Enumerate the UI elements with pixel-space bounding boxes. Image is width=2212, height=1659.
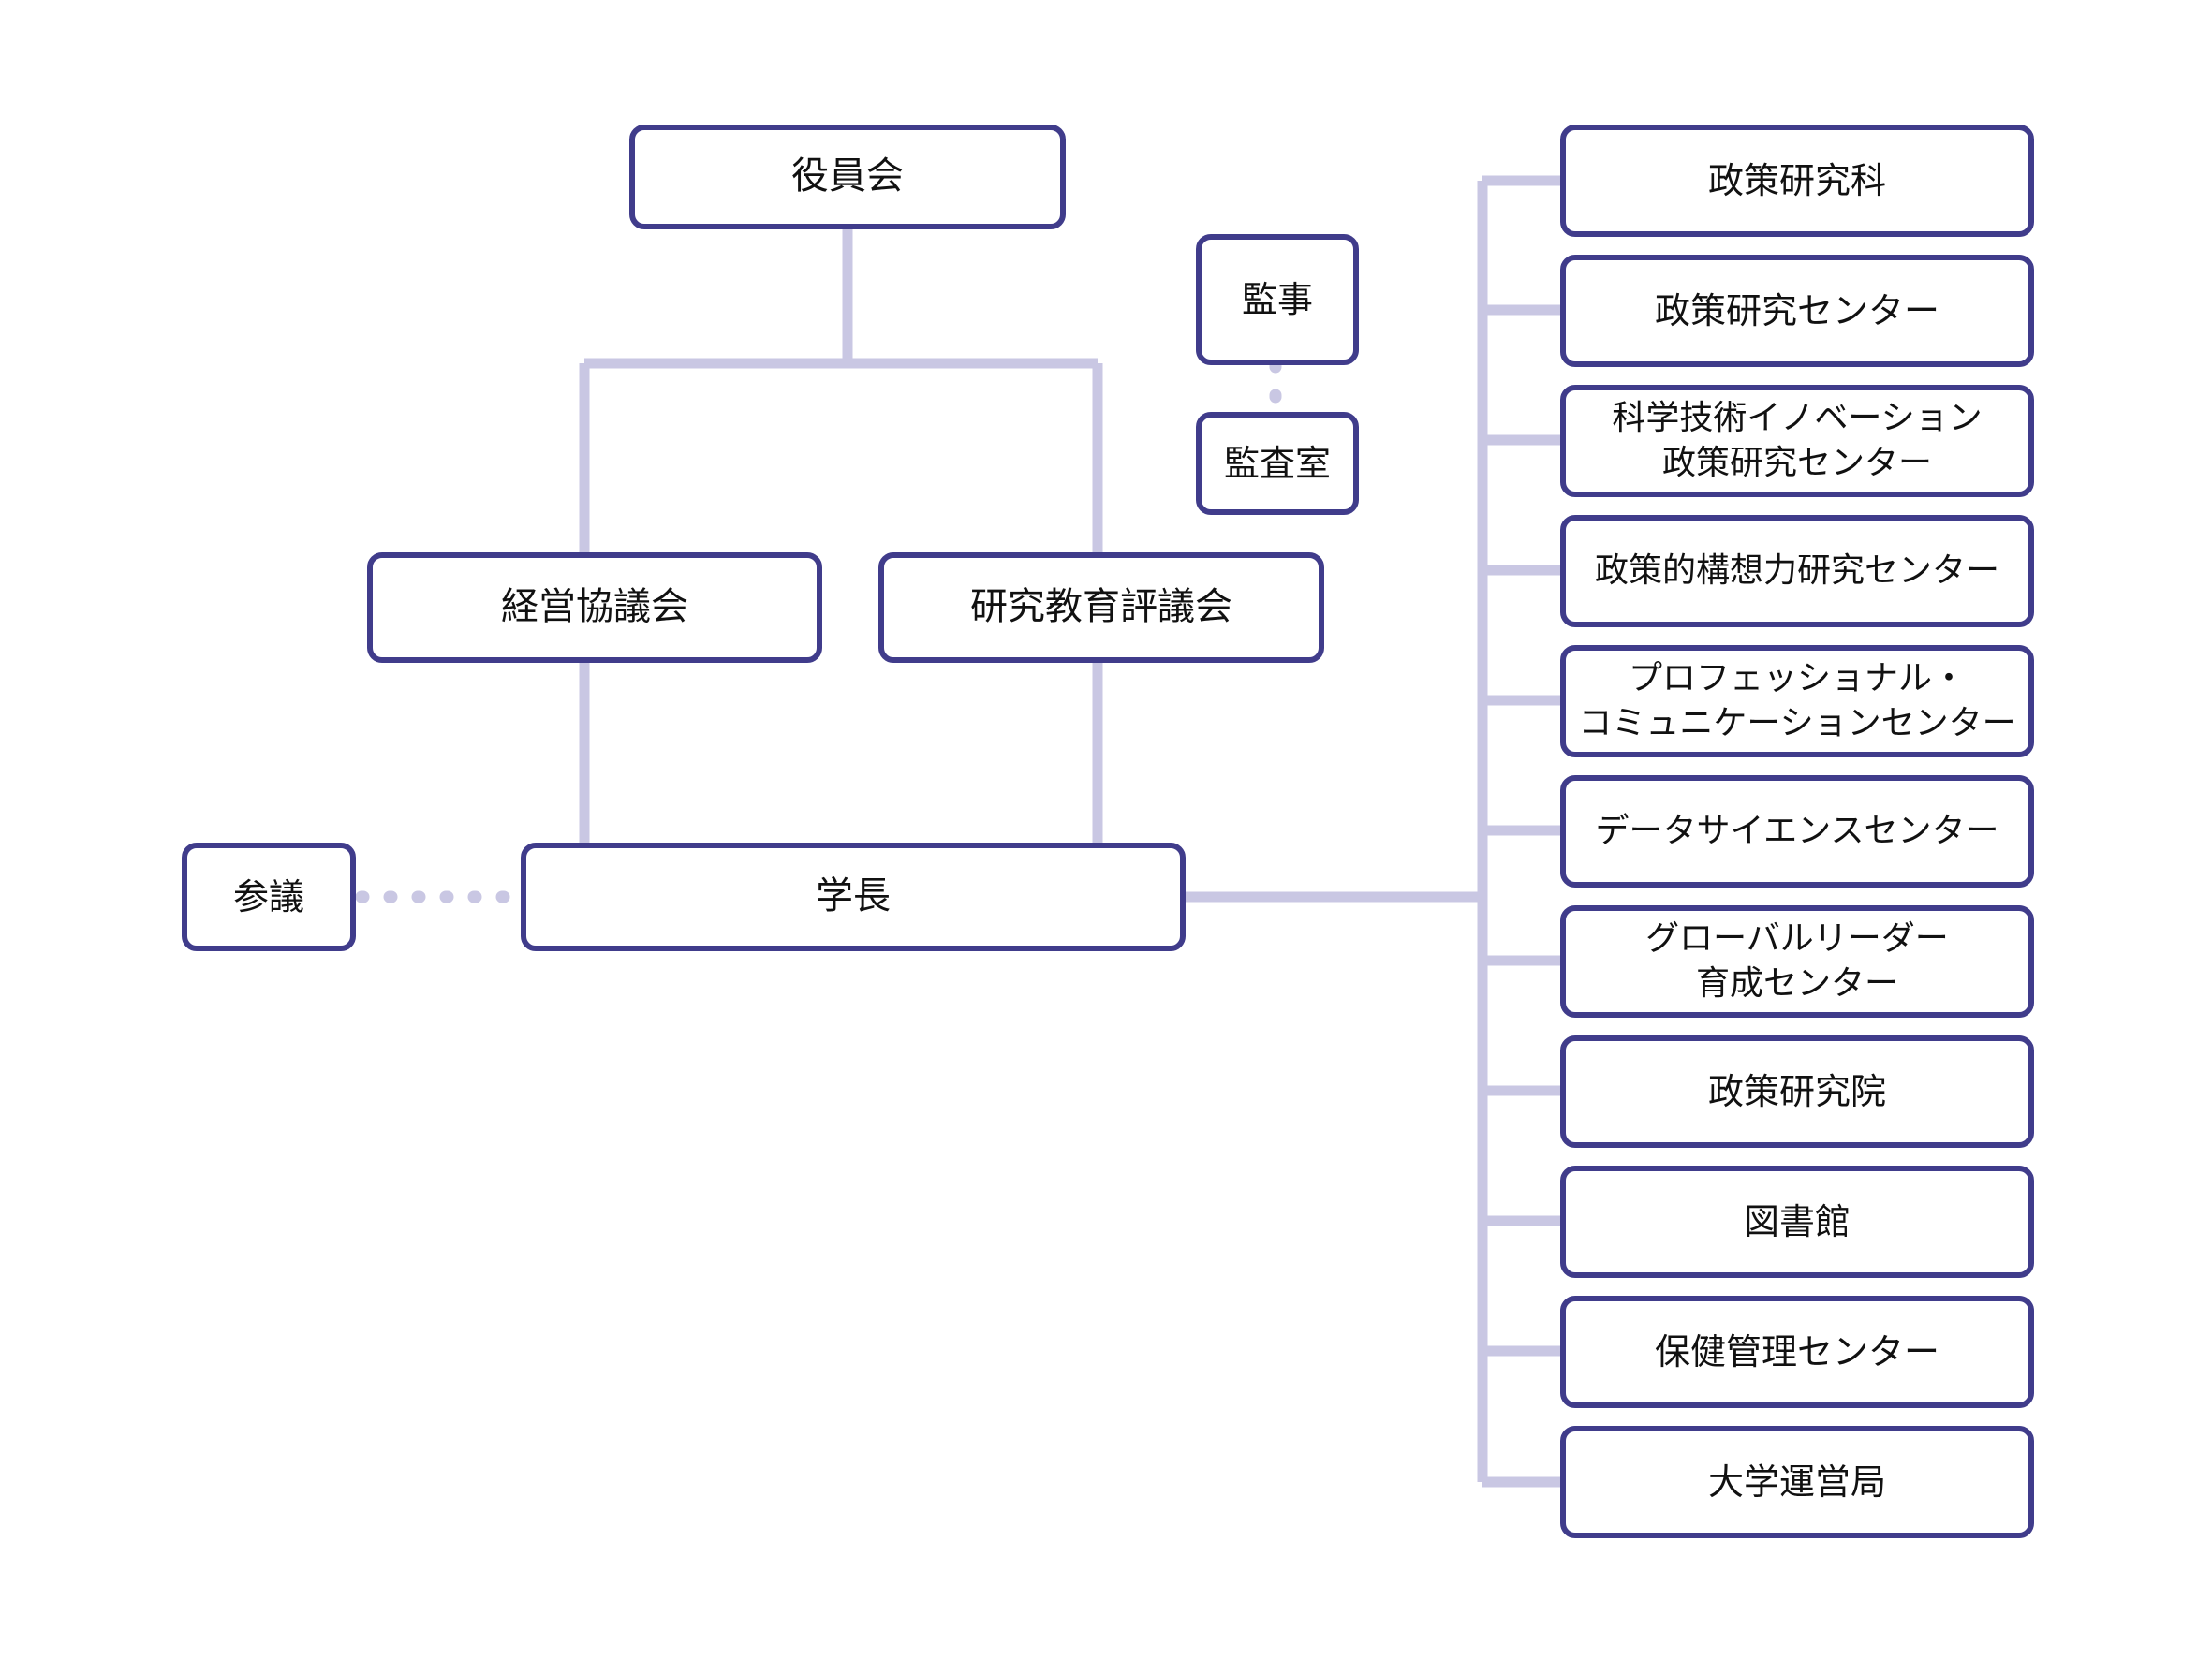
- node-advisor[interactable]: 参議: [182, 843, 356, 951]
- node-board-of-directors[interactable]: 役員会: [629, 125, 1066, 229]
- node-label: 研究教育評議会: [970, 585, 1232, 629]
- node-label: 政策研究センター: [1654, 289, 1939, 331]
- node-unit-professional-communication-center[interactable]: プロフェッショナル・ コミュニケーションセンター: [1560, 645, 2034, 757]
- node-unit-university-administration-bureau[interactable]: 大学運営局: [1560, 1426, 2034, 1538]
- node-label: 監事: [1241, 278, 1313, 320]
- node-label: 学長: [816, 874, 891, 918]
- node-label: 政策的構想力研究センター: [1594, 551, 1999, 590]
- node-label: 政策研究院: [1707, 1070, 1886, 1112]
- node-label: プロフェッショナル・ コミュニケーションセンター: [1578, 658, 2016, 742]
- node-unit-policy-research-institute[interactable]: 政策研究院: [1560, 1035, 2034, 1148]
- node-label: 大学運営局: [1707, 1461, 1886, 1503]
- node-audit-office[interactable]: 監査室: [1196, 412, 1359, 515]
- node-unit-library[interactable]: 図書館: [1560, 1166, 2034, 1278]
- node-label: 監査室: [1223, 442, 1331, 484]
- node-label: 政策研究科: [1707, 159, 1886, 201]
- node-president[interactable]: 学長: [521, 843, 1186, 951]
- node-label: 科学技術イノベーション 政策研究センター: [1612, 398, 1983, 482]
- node-education-research-council[interactable]: 研究教育評議会: [878, 552, 1324, 663]
- node-unit-policy-conception-research-center[interactable]: 政策的構想力研究センター: [1560, 515, 2034, 627]
- node-label: 図書館: [1743, 1200, 1851, 1242]
- node-auditor[interactable]: 監事: [1196, 234, 1359, 365]
- node-label: データサイエンスセンター: [1595, 811, 1999, 850]
- node-label: 役員会: [791, 154, 904, 198]
- node-label: 保健管理センター: [1654, 1330, 1939, 1373]
- node-management-council[interactable]: 経営協議会: [367, 552, 822, 663]
- node-unit-global-leader-center[interactable]: グローバルリーダー 育成センター: [1560, 905, 2034, 1018]
- node-label: 参議: [232, 875, 304, 918]
- node-label: 経営協議会: [501, 585, 688, 629]
- node-unit-health-care-center[interactable]: 保健管理センター: [1560, 1296, 2034, 1408]
- node-unit-policy-research-center[interactable]: 政策研究センター: [1560, 255, 2034, 367]
- node-unit-policy-graduate-school[interactable]: 政策研究科: [1560, 125, 2034, 237]
- node-unit-data-science-center[interactable]: データサイエンスセンター: [1560, 775, 2034, 888]
- node-unit-sti-policy-research-center[interactable]: 科学技術イノベーション 政策研究センター: [1560, 385, 2034, 497]
- node-label: グローバルリーダー 育成センター: [1645, 918, 1949, 1003]
